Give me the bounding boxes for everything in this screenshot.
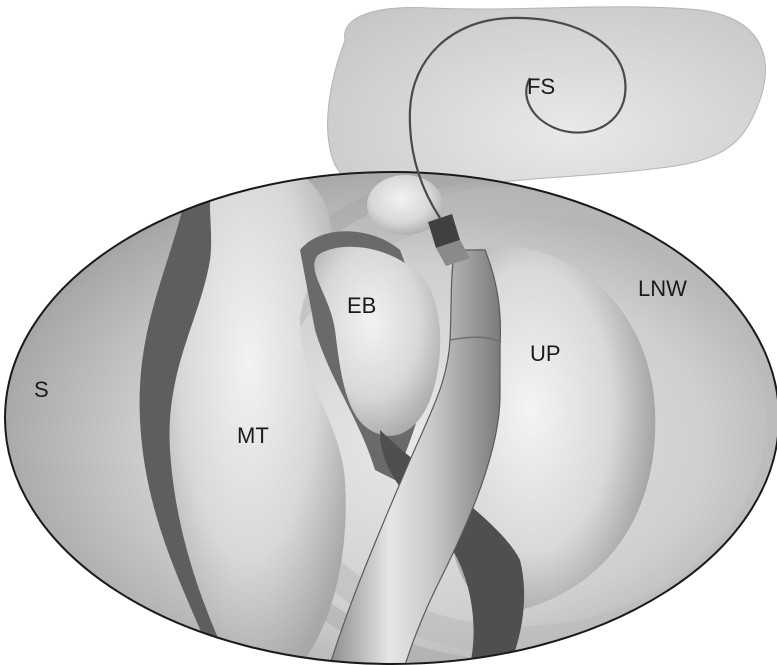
label-lnw: LNW xyxy=(638,276,687,301)
label-mt: MT xyxy=(237,423,269,448)
label-eb: EB xyxy=(347,293,376,318)
label-fs: FS xyxy=(527,74,555,99)
label-s: S xyxy=(34,377,49,402)
label-up: UP xyxy=(530,341,561,366)
